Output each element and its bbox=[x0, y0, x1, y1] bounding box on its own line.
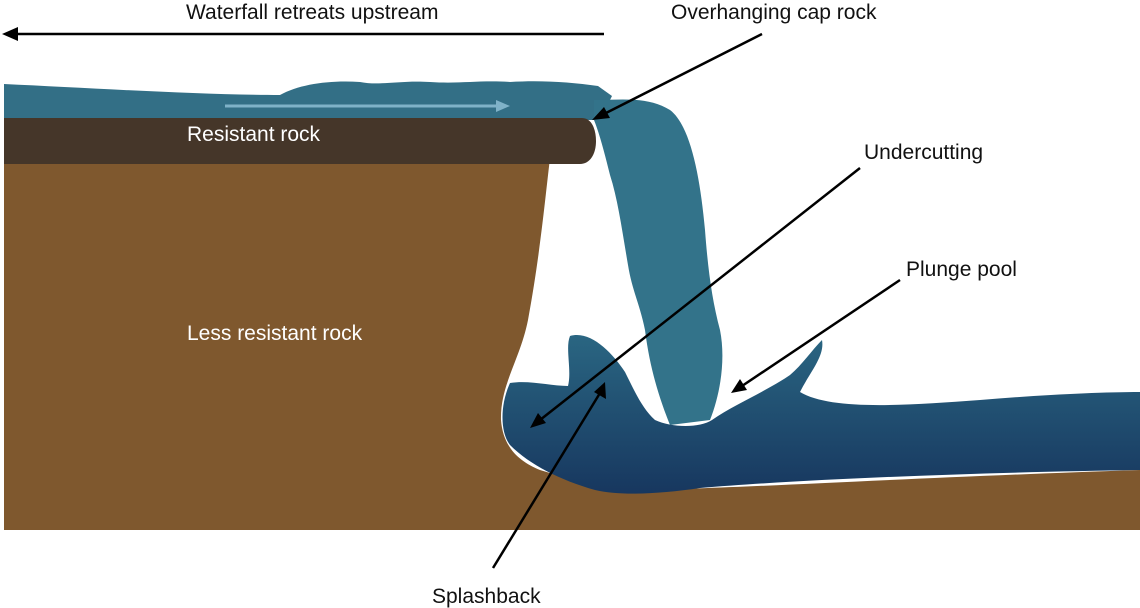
plunge-pool-pointer-head bbox=[731, 379, 747, 393]
cap-rock-pointer-line bbox=[603, 32, 763, 116]
splashback-pointer-head bbox=[594, 382, 606, 399]
waterfall-stream bbox=[594, 99, 723, 426]
less-resistant-rock-label: Less resistant rock bbox=[187, 322, 363, 345]
cap-rock-label: Overhanging cap rock bbox=[671, 1, 877, 24]
resistant-rock-layer bbox=[4, 118, 596, 164]
flow-direction-arrow-head bbox=[496, 100, 510, 112]
undercutting-pointer-head bbox=[530, 413, 546, 428]
undercutting-pointer-line bbox=[539, 167, 861, 421]
less-resistant-rock-layer bbox=[4, 158, 1140, 530]
resistant-rock-label: Resistant rock bbox=[187, 123, 321, 146]
river-surface-water bbox=[4, 81, 612, 120]
plunge-pool-label: Plunge pool bbox=[906, 258, 1017, 281]
retreat-arrow-head bbox=[2, 27, 18, 41]
splashback-pointer-line bbox=[491, 392, 602, 569]
retreat-label: Waterfall retreats upstream bbox=[186, 1, 438, 24]
plunge-pool-pointer-line bbox=[741, 278, 901, 388]
cap-rock-pointer-head bbox=[592, 107, 610, 120]
splashback-label: Splashback bbox=[432, 585, 541, 608]
plunge-pool-water bbox=[502, 334, 1140, 494]
undercutting-label: Undercutting bbox=[864, 141, 983, 164]
